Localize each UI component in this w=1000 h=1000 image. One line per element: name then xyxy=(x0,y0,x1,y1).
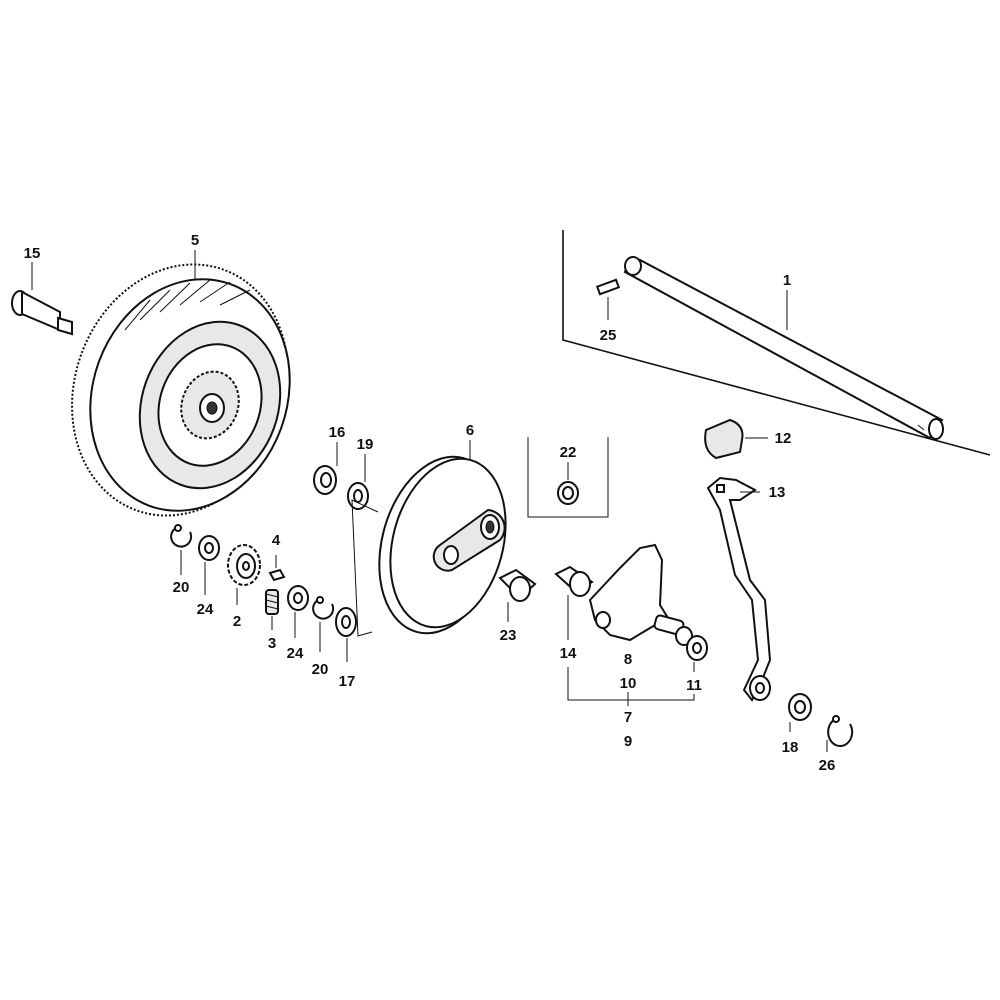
washer-18 xyxy=(788,693,812,721)
callout-13: 13 xyxy=(769,484,786,501)
callout-19: 19 xyxy=(357,436,374,453)
wheel-cover xyxy=(378,455,507,635)
callout-2: 2 xyxy=(233,613,241,630)
callout-12: 12 xyxy=(775,430,792,447)
collar-22 xyxy=(557,481,579,505)
callout-14: 14 xyxy=(560,645,577,662)
callout-6: 6 xyxy=(466,422,474,439)
callout-20a: 20 xyxy=(173,579,190,596)
callout-16: 16 xyxy=(329,424,346,441)
pinion-gear xyxy=(227,544,261,586)
callout-20b: 20 xyxy=(312,661,329,678)
callout-15: 15 xyxy=(24,245,41,262)
callout-4: 4 xyxy=(272,532,281,549)
callout-24b: 24 xyxy=(287,645,304,662)
callout-17: 17 xyxy=(339,673,356,690)
washer-19 xyxy=(347,482,369,510)
circlip-20a xyxy=(170,524,193,548)
wheel-bolt xyxy=(11,290,73,336)
bushing-16 xyxy=(313,465,337,495)
pawl-arm xyxy=(588,543,693,646)
axle-shaft xyxy=(623,256,944,440)
callout-25: 25 xyxy=(600,327,617,344)
callout-11: 11 xyxy=(686,677,702,694)
callout-10: 10 xyxy=(620,675,637,692)
grip-12 xyxy=(704,418,744,460)
callout-18: 18 xyxy=(782,739,799,756)
key xyxy=(268,568,286,582)
bushing-11 xyxy=(686,635,708,661)
bracket-lines xyxy=(562,230,991,456)
washer-24a xyxy=(198,535,220,561)
callout-24a: 24 xyxy=(197,601,214,618)
spring xyxy=(265,589,279,615)
circlip-20b xyxy=(312,596,335,620)
callout-22: 22 xyxy=(560,444,577,461)
wheel xyxy=(71,263,291,517)
pin xyxy=(595,278,621,296)
callout-5: 5 xyxy=(191,232,199,249)
callout-1: 1 xyxy=(783,272,791,289)
washer-24b xyxy=(287,585,309,611)
callout-3: 3 xyxy=(268,635,276,652)
washer-17 xyxy=(335,607,357,637)
circlip-26 xyxy=(827,715,854,748)
collar-23 xyxy=(498,568,537,602)
callout-26: 26 xyxy=(819,757,836,774)
callout-9: 9 xyxy=(624,733,632,750)
callout-8: 8 xyxy=(624,651,632,668)
collar-14 xyxy=(554,565,594,597)
callout-7: 7 xyxy=(624,709,632,726)
lever-13 xyxy=(706,476,772,702)
callout-23: 23 xyxy=(500,627,517,644)
